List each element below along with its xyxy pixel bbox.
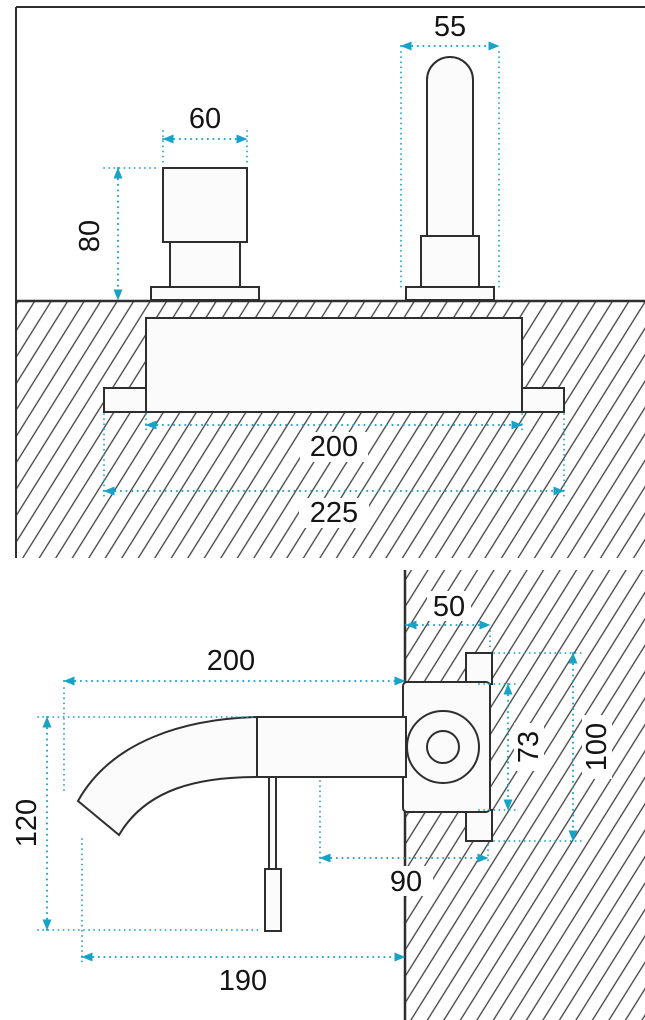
mounting-bracket-bottom (465, 809, 493, 842)
dim-label-valve-body-height: 73 (513, 731, 545, 763)
dimension-spout-width: 55 (400, 11, 500, 289)
dim-label-mounting-plate-height: 100 (581, 723, 613, 771)
spout-column (426, 56, 474, 237)
dimension-overall-reach: 190 (81, 838, 406, 997)
dimension-body-length: 90 (319, 780, 489, 898)
valve-assembly (402, 652, 493, 842)
handle-base-plate (150, 286, 260, 301)
dim-label-body-length: 90 (390, 866, 422, 898)
side-view: 50 200 120 73 100 (11, 570, 645, 1020)
dimension-body-width: 200 (145, 413, 523, 463)
mounting-bracket-top (465, 652, 493, 685)
dimension-height-above-surface: 80 (74, 167, 159, 301)
pull-rod-knob (264, 868, 282, 932)
spout-base-plate (405, 286, 495, 301)
pull-rod (268, 776, 277, 870)
dimension-height: 120 (11, 716, 263, 931)
valve-cartridge-inner (426, 730, 460, 764)
concealed-body-left-tab (103, 387, 147, 413)
spout-collar (420, 235, 480, 288)
dim-label-spout-width: 55 (434, 11, 466, 43)
label-bg (299, 498, 369, 528)
dimension-mounting-plate-height: 100 (493, 652, 613, 842)
handle-stem (169, 241, 241, 288)
dimension-reach: 200 (63, 645, 406, 793)
dim-label-overall-reach: 190 (219, 965, 267, 997)
dim-label-body-width: 200 (310, 431, 358, 463)
dimension-handle-width: 60 (162, 103, 248, 163)
front-view: 60 55 80 200 225 (15, 6, 645, 558)
dim-label-overall-width: 225 (310, 497, 358, 529)
dimension-valve-body-height: 73 (478, 683, 545, 811)
dimension-wall-thickness: 50 (405, 591, 491, 652)
handle-knob (162, 167, 248, 243)
concealed-body-right-tab (521, 387, 565, 413)
label-bg (582, 715, 612, 779)
dim-label-reach: 200 (207, 645, 255, 677)
label-bg (379, 866, 433, 896)
mixer-handle (150, 167, 260, 301)
spout-curve (76, 715, 258, 837)
spout-front (405, 56, 495, 301)
label-bg (514, 723, 544, 771)
dim-label-height-above-surface: 80 (74, 220, 106, 252)
dimension-overall-width: 225 (103, 413, 565, 529)
label-bg (300, 432, 368, 462)
label-bg (427, 591, 471, 621)
spout-body (256, 716, 407, 778)
dim-label-handle-width: 60 (189, 103, 221, 135)
spout-side (76, 715, 407, 932)
dim-label-height: 120 (11, 799, 43, 847)
concealed-body (145, 317, 523, 413)
dim-label-wall-thickness: 50 (433, 591, 465, 623)
